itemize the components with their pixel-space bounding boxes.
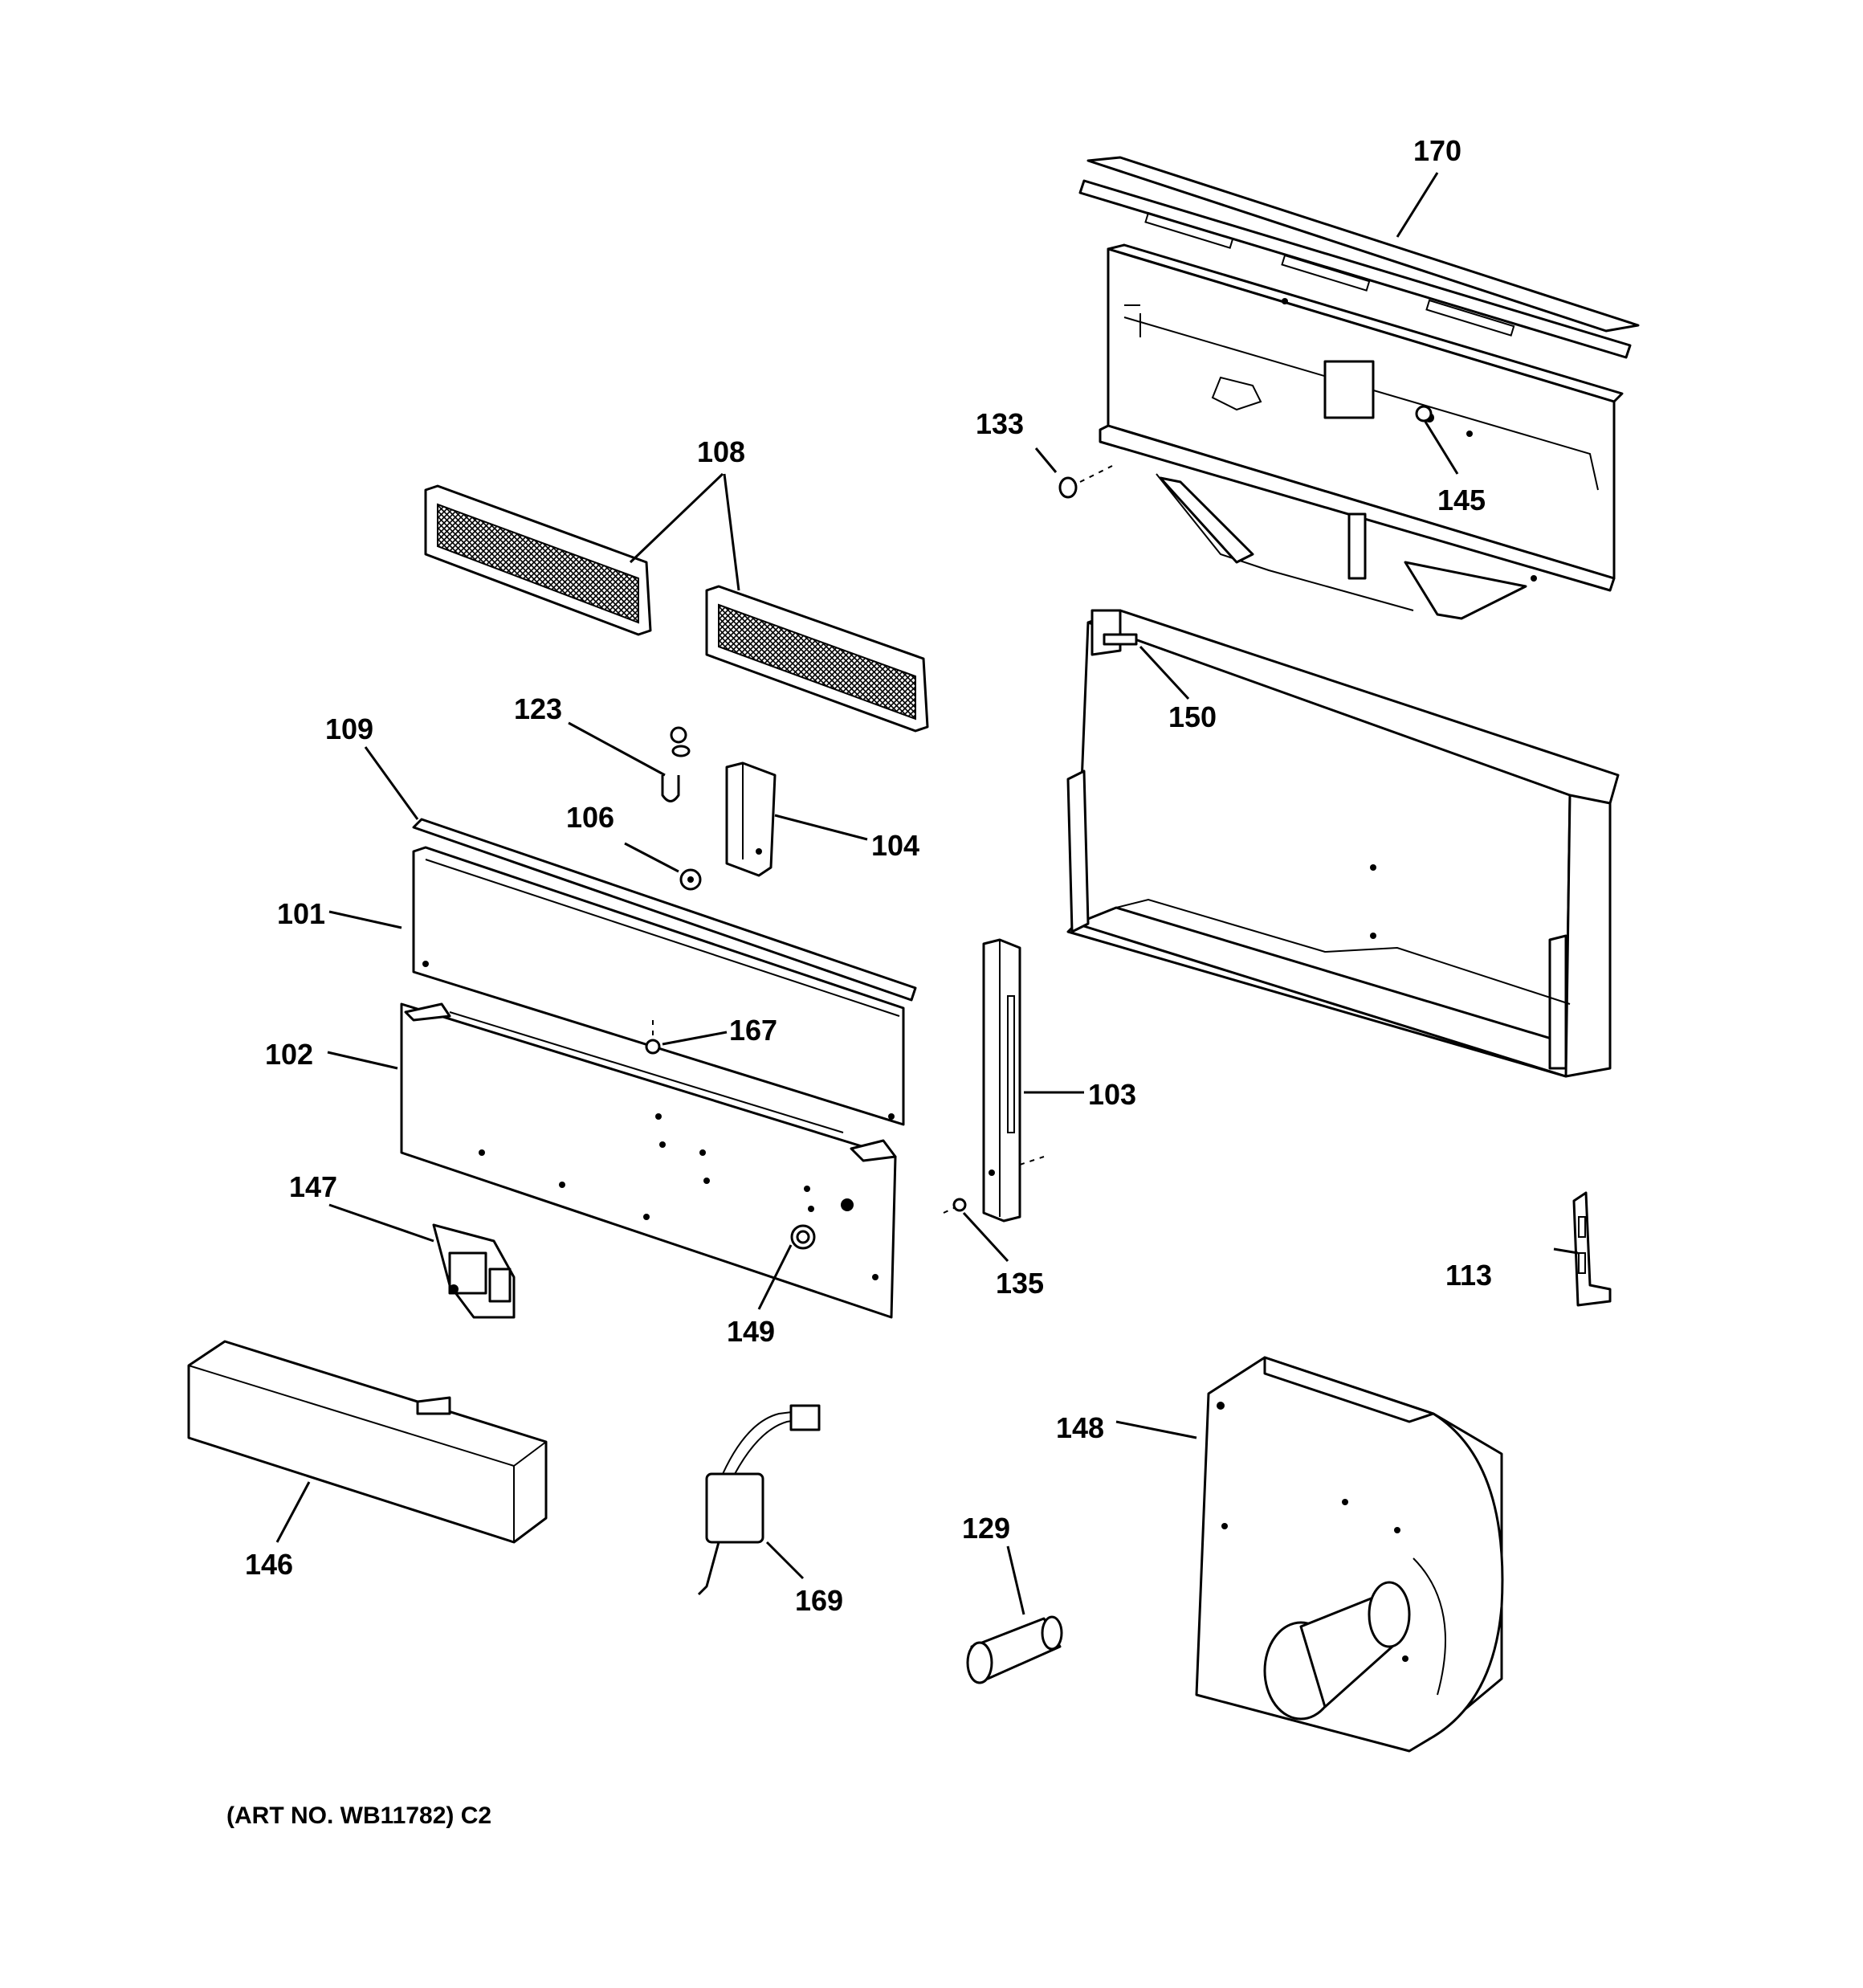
callout-169: 169 [795,1584,843,1617]
part-149-grommet [790,1224,816,1250]
callout-135: 135 [996,1267,1044,1300]
callout-106: 106 [566,801,614,834]
part-104-bracket [725,761,777,877]
callout-101: 101 [277,897,325,930]
part-102-lower-panel [400,1002,897,1319]
callout-108: 108 [697,435,745,468]
callout-103: 103 [1088,1078,1136,1111]
part-148-blower-assembly [1195,1356,1504,1753]
part-123-clip-and-nut [661,726,691,802]
part-129-capacitor [966,1615,1063,1684]
callout-129: 129 [962,1512,1010,1545]
part-135-screw [943,1198,967,1214]
part-145-nut [1415,405,1433,423]
callout-123: 123 [514,692,562,725]
callout-149: 149 [727,1315,775,1348]
part-170-top-trim-and-duct [1078,156,1640,620]
part-103-channel [982,938,1045,1223]
part-146-wiring-box [187,1340,548,1544]
callout-133: 133 [976,407,1024,440]
art-number-caption: (ART NO. WB11782) C2 [226,1802,491,1829]
part-109-strip [412,818,917,1002]
callout-167: 167 [729,1014,777,1047]
callout-113: 113 [1445,1259,1492,1292]
callout-labels: 170 133 145 108 150 123 109 106 104 101 … [226,134,1492,1829]
callout-170: 170 [1413,134,1461,167]
callout-147: 147 [289,1170,337,1203]
callout-150: 150 [1168,700,1217,733]
part-113-bracket [1572,1191,1612,1307]
part-108-filter-right [705,585,929,733]
part-133-plug [1058,465,1113,499]
part-108-filter-left [424,484,652,636]
part-169-transformer [697,1404,821,1596]
part-147-switch [432,1223,516,1319]
part-101-upper-panel [412,846,905,1126]
part-167-screw [645,1020,661,1055]
callout-109: 109 [325,712,373,745]
callout-102: 102 [265,1038,313,1071]
callout-146: 146 [245,1548,293,1581]
leader-lines [275,172,1579,1615]
callout-148: 148 [1056,1411,1104,1444]
part-150-blower-housing [1066,609,1620,1078]
part-106-screw [679,868,702,891]
callout-104: 104 [871,829,919,862]
callout-145: 145 [1437,484,1486,516]
